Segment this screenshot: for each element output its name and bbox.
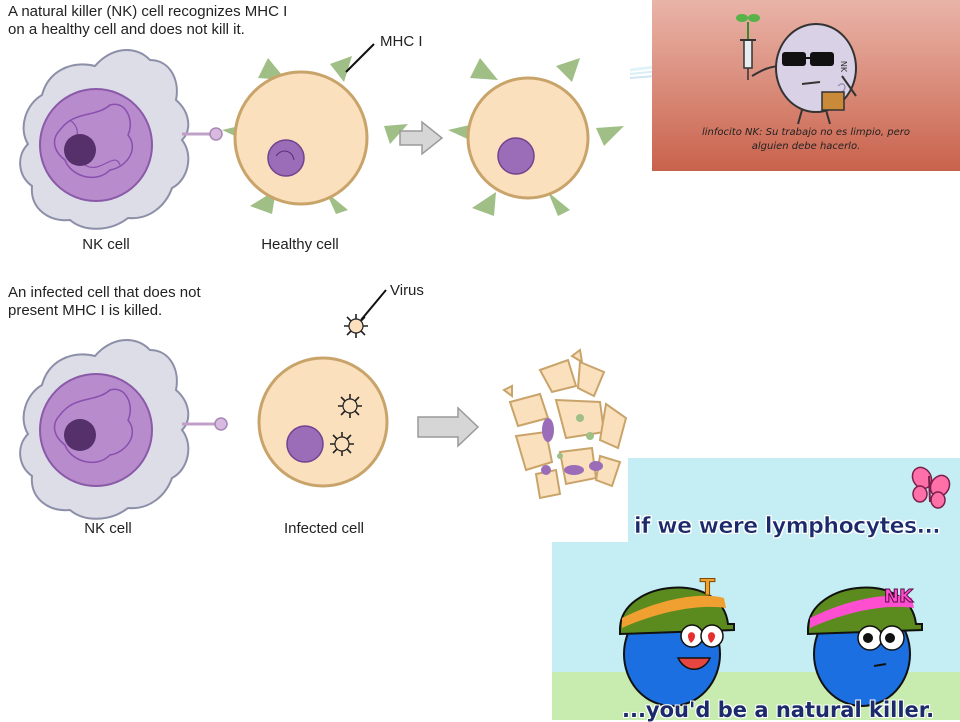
healthy-cell-2 [448, 58, 624, 216]
nk-lymphocyte-meme: NK linfocito NK: Su trabajo no es limpio… [652, 0, 960, 171]
nk-cell-bottom [19, 338, 228, 520]
diagram-artwork [19, 43, 628, 520]
top-description-line1: A natural killer (NK) cell recognizes MH… [8, 3, 288, 20]
nk-cell-diagram: A natural killer (NK) cell recognizes MH… [0, 0, 630, 540]
nk-meme-caption-line2: alguien debe hacerlo. [751, 141, 861, 152]
nucleus-fragments [541, 414, 603, 475]
nk-meme-caption-line1: linfocito NK: Su trabajo no es limpio, p… [702, 127, 910, 138]
arrow-right-icon [399, 120, 444, 156]
healthy-cell-1 [222, 43, 408, 214]
t-cell-character [619, 586, 735, 707]
nk-character-artwork [736, 14, 857, 125]
nk-cell-top [19, 48, 223, 230]
butterfly-icon [911, 466, 951, 509]
infected-cell [257, 356, 389, 488]
nk-helmet-label: NK [883, 586, 914, 608]
lymphocyte-comic: T NK if we were lymphocytes... ...you'd … [552, 458, 960, 722]
comic-bottom-text: ...you'd be a natural killer. [622, 698, 935, 722]
comic-title: if we were lymphocytes... [634, 514, 941, 540]
virus-icon [344, 289, 387, 338]
nk-cell-character [807, 586, 923, 707]
bottom-description-line2: present MHC I is killed. [8, 302, 163, 319]
arrow-right-icon-2 [417, 406, 480, 448]
virus-label: Virus [390, 282, 424, 299]
comic-top-panel [628, 458, 960, 542]
bottom-description-line1: An infected cell that does not [8, 284, 201, 301]
mhc-label: MHC I [380, 33, 423, 50]
infected-cell-caption: Infected cell [283, 520, 365, 537]
healthy-cell-caption: Healthy cell [261, 236, 339, 253]
comic-artwork [619, 466, 951, 707]
top-description-line2: on a healthy cell and does not kill it. [8, 21, 245, 38]
nk-body-text: NK [839, 60, 849, 73]
nk-cell-caption-top: NK cell [82, 236, 130, 253]
nk-meme-caption: linfocito NK: Su trabajo no es limpio, p… [652, 126, 960, 154]
nk-cell-caption-bottom: NK cell [84, 520, 132, 537]
t-helmet-label: T [699, 576, 716, 602]
